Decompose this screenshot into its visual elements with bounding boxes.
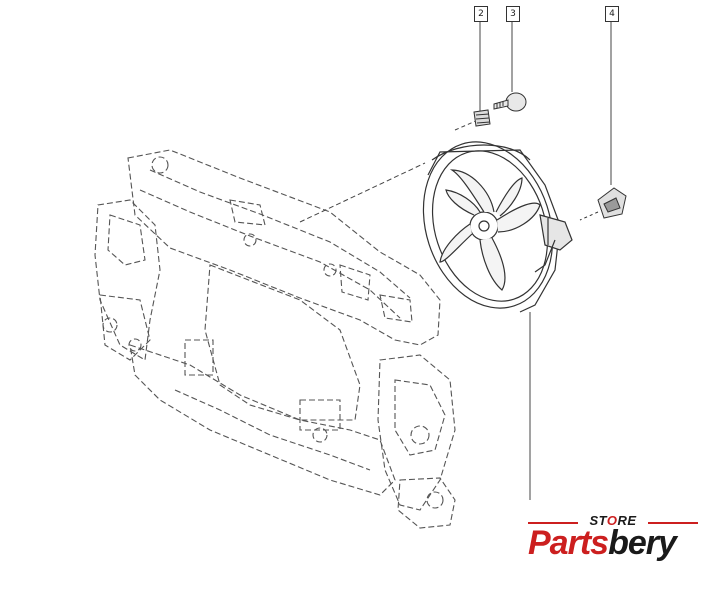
logo-line-left bbox=[528, 522, 578, 524]
leader-lines bbox=[299, 20, 612, 500]
logo-line-right bbox=[648, 522, 698, 524]
logo-store-label: STORE bbox=[589, 513, 637, 528]
partsbery-store-logo: STORE Partsbery bbox=[528, 512, 700, 572]
washer-part bbox=[493, 92, 527, 112]
cooling-fan-assembly bbox=[422, 141, 573, 313]
callout-connector: 4 bbox=[605, 6, 619, 22]
callout-washer: 3 bbox=[506, 6, 520, 22]
callout-screw: 2 bbox=[474, 6, 488, 22]
connector-part bbox=[579, 187, 627, 221]
logo-wordmark: Partsbery bbox=[528, 524, 677, 562]
radiator-support-frame bbox=[94, 149, 456, 529]
screw-part bbox=[473, 109, 491, 127]
